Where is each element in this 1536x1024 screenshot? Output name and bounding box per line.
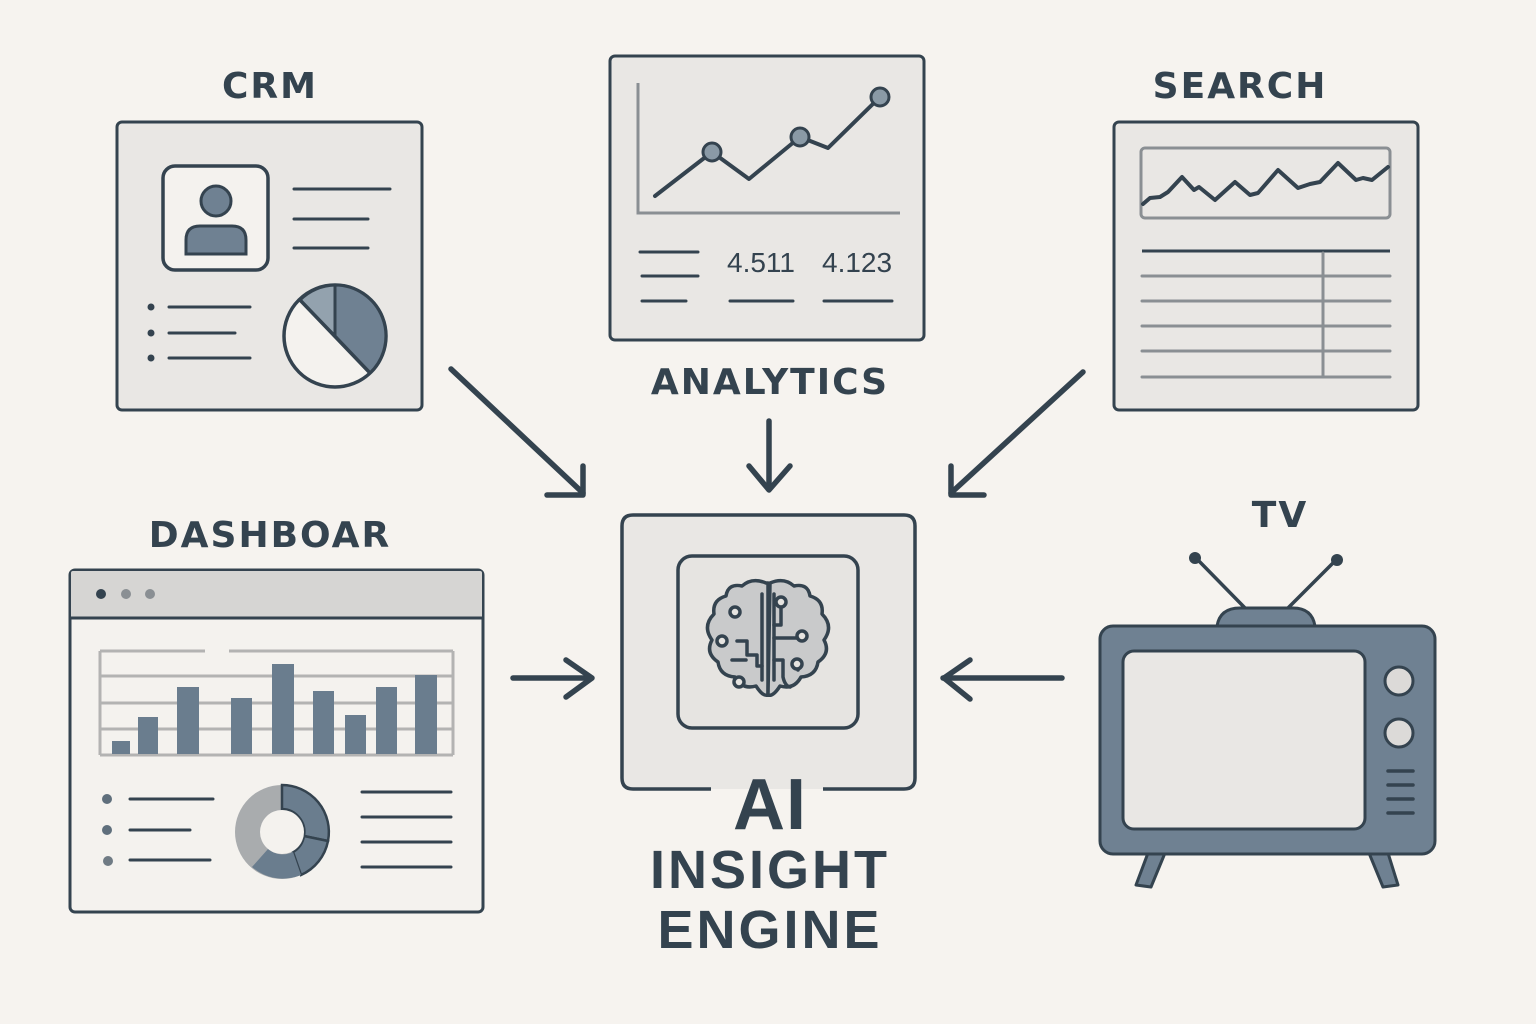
crm-pie-chart-icon — [282, 283, 388, 389]
user-avatar-icon — [161, 164, 270, 272]
analytics-text-lines — [638, 250, 894, 303]
brain-circuit-icon — [705, 578, 831, 698]
window-control-dots — [96, 589, 155, 599]
search-panel — [1112, 120, 1420, 412]
search-label: SEARCH — [1152, 66, 1328, 107]
dashboard-legend — [102, 790, 453, 869]
ai-engine-node — [620, 513, 917, 791]
analytics-line-chart — [636, 83, 900, 215]
crm-panel — [115, 120, 424, 412]
search-table-rows — [1140, 251, 1392, 379]
crm-bullets — [147, 303, 155, 362]
dashboard-bar-chart — [98, 649, 455, 757]
engine-title-engine: ENGINE — [657, 900, 883, 960]
engine-title: AI INSIGHT ENGINE — [620, 765, 920, 960]
dashboard-label: DASHBOAR — [148, 515, 392, 556]
engine-title-insight: INSIGHT — [649, 840, 890, 900]
analytics-label: ANALYTICS — [650, 362, 890, 403]
arrow-search-to-engine — [948, 369, 1086, 498]
arrow-tv-to-engine — [940, 657, 1065, 702]
analytics-panel — [608, 54, 926, 342]
analytics-value-2: 4.123 — [822, 247, 892, 278]
engine-title-ai: AI — [733, 765, 807, 845]
dashboard-window — [68, 568, 485, 914]
television-icon — [1098, 552, 1437, 889]
tv-label: TV — [1251, 495, 1309, 536]
dashboard-donut-chart — [235, 783, 331, 879]
crm-text-lines — [167, 187, 392, 360]
crm-label: CRM — [222, 66, 318, 107]
arrow-dashboard-to-engine — [510, 657, 595, 700]
arrow-crm-to-engine — [448, 366, 586, 498]
arrow-analytics-to-engine — [746, 418, 793, 493]
search-trend-line — [1141, 161, 1390, 206]
analytics-value-1: 4.511 — [727, 247, 795, 278]
